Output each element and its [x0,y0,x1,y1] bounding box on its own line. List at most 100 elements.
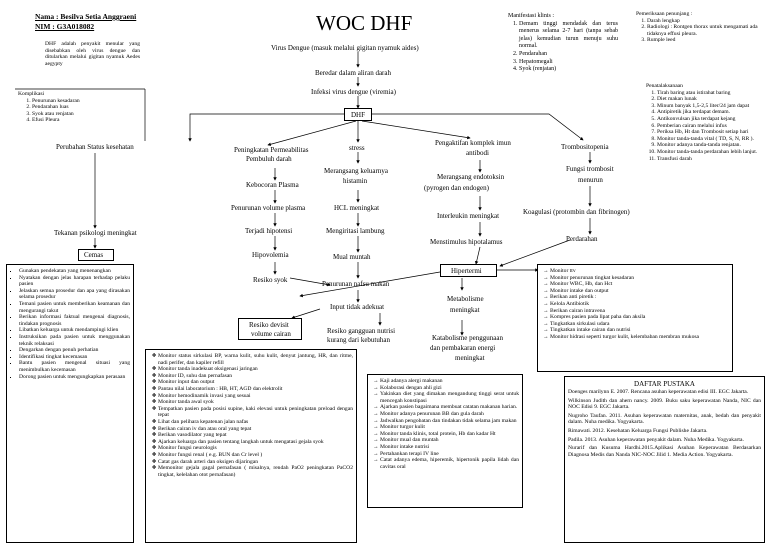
fluid-deficit-label-1: Resiko devisit [249,321,289,329]
flow-metabolism-1: Metabolisme [447,295,484,303]
flow-psych: Tekanan psikologi meningkat [54,229,137,237]
manifestation-item: Hepatomegali [519,59,618,67]
fluid-intervention-item: Pantau nilai laboratorium : HB, HT, AGD … [158,386,353,393]
manifestation-item: Syok (renjatan) [519,66,618,74]
manifestation-item: Pendarahan [519,51,618,59]
management-item: Antipiretik jika terdapat demam. [657,109,763,116]
flow-gastric: Mengiritasi lambung [326,227,385,235]
fluid-intervention-item: Monitor fungsi neurologis [158,445,353,452]
management-item: Antikonvulsan jika terdapat kejang [657,116,763,123]
reference-item: Padila. 2013. Asuhan keperawatan penyaki… [568,436,744,443]
reference-item: Nurarif dan Kusuma Hardhi.2015.Aplikasi … [568,445,761,458]
management-item: Pemberian cairan melalui infus [657,123,763,130]
cemas-intervention-item: Berikan informasi faktual mengenai diagn… [19,314,130,327]
fluid-intervention-item: Lihat dan pelihara kepatenan jalan nafas [158,419,353,426]
cemas-intervention-item: Jelaskan semua prosedur dan apa yang dir… [19,288,130,301]
flow-stress: stress [349,144,365,152]
fluid-interventions-list: Monitor status sirkulasi BP, warna kulit… [149,353,353,478]
fluid-intervention-item: Berikan cairan iv dan atau oral yang tep… [158,426,353,433]
nutrition-interventions-list: Kaji adanya alergi makananKolaborasi den… [371,378,519,470]
cemas-label: Cemas [84,251,104,259]
cemas-intervention-item: Identifikasi tingkat kecemasan [19,354,130,361]
definition-text: DHF adalah penyakit menular yang disebab… [45,41,140,67]
hyperthermia-intervention-item: Berikan cairan intravena [550,308,729,315]
hyperthermia-intervention-item: Berikan anti piretik : [550,294,729,301]
hyperthermia-intervention-item: Tingkatkan sirkulasi udara [550,321,729,328]
flow-endotoxin-2: (pyrogen dan endogen) [424,184,489,192]
student-nim: NIM : G3A018082 [35,22,95,31]
fluid-intervention-item: Monitor input dan output [158,379,353,386]
complications-list: Penurunan kesadaranPendarahan luasSyok a… [18,98,138,124]
fluid-intervention-item: Monitor status sirkulasi BP, warna kulit… [158,353,353,366]
flow-histamine-2: histamin [343,177,368,185]
flow-thrombo-fn-1: Fungsi trombosit [566,165,614,173]
nutrition-intervention-item: Yakinkan diet yang dimakan mengandung ti… [380,391,519,404]
nutrition-intervention-item: Monitor intake nutrisi [380,444,519,451]
flow-immune-2: antibodi [466,149,489,157]
fluid-intervention-item: Monitor tanda inadekuat oksigenasi jarin… [158,366,353,373]
page-title: WOC DHF [316,11,413,35]
flow-bleeding: Perdarahan [566,235,598,243]
fluid-deficit-label-2: volume cairan [251,330,291,338]
management-heading: Penatalaksanaan [646,83,683,89]
hyperthermia-node: Hipertermi [440,264,497,277]
flow-histamine-1: Merangsang keluarnya [324,167,388,175]
fluid-intervention-item: Monitor hemodinamik invasi yang sesuai [158,393,353,400]
references-heading: DAFTAR PUSTAKA [634,380,695,388]
management-item: Tirah baring atau istirahat baring [657,90,763,97]
complication-item: Pendarahan luas [32,104,138,111]
complication-item: Syok atau renjatan [32,111,138,118]
hyperthermia-label: Hipertermi [451,267,482,275]
flow-shock-risk: Resiko syok [253,276,288,284]
cemas-intervention-item: Temani pasien untuk memberikan keamanan … [19,301,130,314]
flow-catabolism-1: Katabolisme penggunaan [432,334,503,342]
cemas-intervention-item: Dorong pasien untuk mengungkapkan perasa… [19,374,130,381]
fluid-intervention-item: Ajarkan keluarga dan pasien tentang lang… [158,439,353,446]
nutrition-intervention-item: Monitor turgor kulit [380,424,519,431]
cemas-intervention-item: Libatkan keluarga untuk mendampingi klie… [19,327,130,334]
cemas-interventions-box: Gunakan pendekatan yang menenangkanNyata… [6,264,134,543]
complication-item: Penurunan kesadaran [32,98,138,105]
cemas-intervention-item: Nyatakan dengan jelas harapan terhadap p… [19,275,130,288]
management-list: Tirah baring atau istirahat baringDiet m… [646,90,763,163]
flow-plasma-volume: Penurunan volume plasma [231,204,306,212]
fluid-intervention-item: Monitor tanda awal syok [158,399,353,406]
flow-immune-1: Pengaktifan komplek imun [435,139,511,147]
nutrition-intervention-item: Monitor adanya penurunan BB dan gula dar… [380,411,519,418]
hyperthermia-intervention-item: Monitor intake dan output [550,288,729,295]
flow-hypothalamus: Menstimulus hipotalamus [430,238,503,246]
flow-nausea: Mual muntah [333,253,371,261]
fluid-deficit-node: Resiko devisit volume cairan [238,318,302,340]
flow-status-change: Perubahan Status kesehatan [56,143,134,151]
manifestations-list: Demam tinggi mendadak dan terus menerus … [508,21,618,74]
hyperthermia-intervention-item: Monitor ttv [550,268,729,275]
management-item: Diet makan lunak [657,96,763,103]
flow-intake: Input tidak adekuat [330,303,385,311]
fluid-interventions-box: Monitor status sirkulasi BP, warna kulit… [145,349,357,543]
flow-endotoxin-1: Merangsang endotoksin [437,173,505,181]
cemas-node: Cemas [78,249,114,261]
manifestations-heading: Manifestasi klinis : [508,13,554,19]
flow-catabolism-3: meningkat [455,354,485,362]
complication-item: Efusi Pleura [32,117,138,124]
reference-item: Rimawati. 2012. Kesehatan Keluarga Fungs… [568,427,708,434]
complications-block: Komplikasi Penurunan kesadaranPendarahan… [18,91,138,124]
references-list: Doenges marilynn E. 2007. Rencana asuhan… [568,389,761,458]
nutrition-label-1: Resiko gangguan nutrisi [327,327,396,335]
fluid-intervention-item: Monitor ID, suhu dan pernafasan [158,373,353,380]
nutrition-intervention-item: Catat adanya edema, hiperemik, hipertoni… [380,457,519,470]
reference-item: Nugroho Taufan. 2011. Asuhan keperawatan… [568,412,761,426]
support-exam-list: Darah lengkapRadiologi : Rontgen thorax … [636,18,761,44]
management-item: Periksa Hb, Ht dan Trombosit setiap hari [657,129,763,136]
fluid-intervention-item: Catat gas darah arteri dan oksigen dijar… [158,459,353,466]
support-exam-item: Rumple leed [647,37,761,44]
hyperthermia-intervention-item: Monitor penurunan tingkat kesadaran [550,275,729,282]
flow-catabolism-2: dan pembakaran energi [430,344,496,352]
nutrition-interventions-box: Kaji adanya alergi makananKolaborasi den… [367,374,523,508]
support-exam-block: Pemeriksaan penunjang : Darah lengkapRad… [636,11,761,44]
support-exam-item: Radiologi : Rontgen thorax untuk mengama… [647,24,761,37]
nutrition-intervention-item: Monitor mual dan muntah [380,437,519,444]
hyperthermia-intervention-item: Tingkatkan intake cairan dan nutrisi [550,327,729,334]
hyperthermia-interventions-box: Monitor ttvMonitor penurunan tingkat kes… [537,264,733,372]
